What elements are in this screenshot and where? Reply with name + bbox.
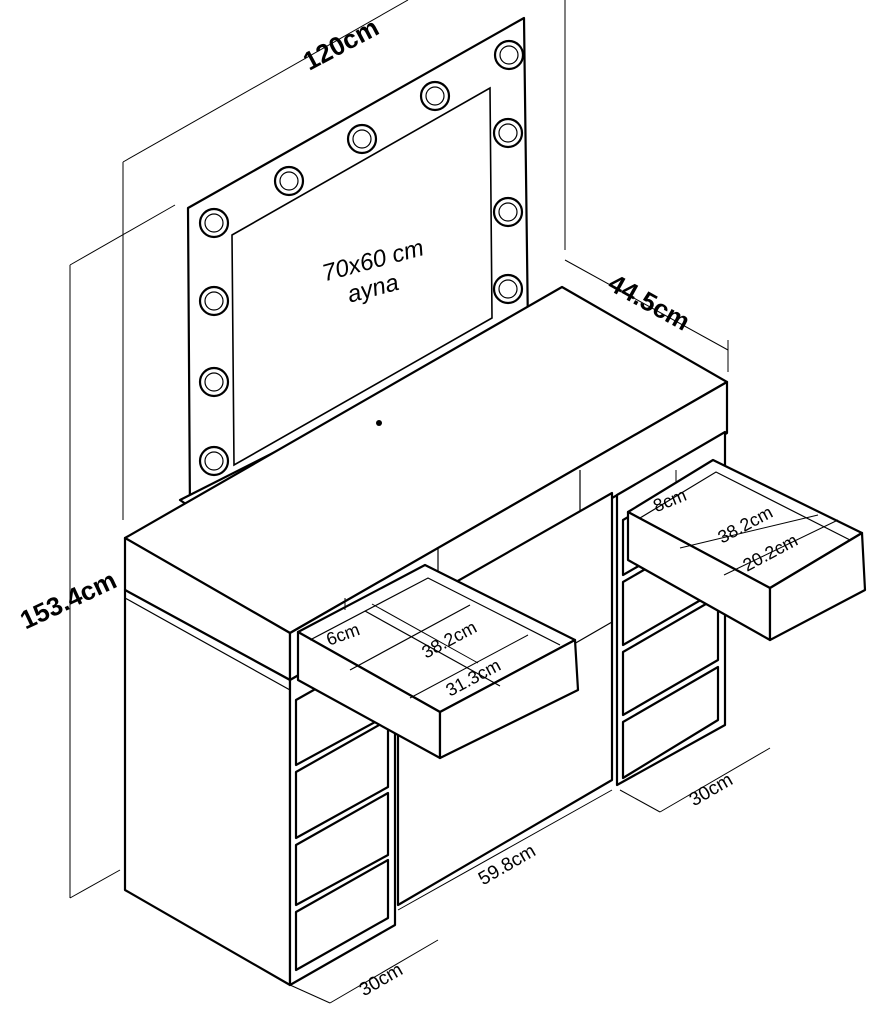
left-drawer-front xyxy=(438,638,580,760)
bulb-icon xyxy=(198,285,230,317)
bulb-icon xyxy=(492,196,524,228)
bulb-icon xyxy=(419,80,451,112)
dimension-lines xyxy=(69,0,839,1004)
right-drawer-front xyxy=(768,531,867,642)
bulb-icon xyxy=(346,123,378,155)
width-label: 120cm xyxy=(298,12,384,77)
bulb-icon xyxy=(198,445,230,477)
bulb-icon xyxy=(198,366,230,398)
bulb-icon xyxy=(492,117,524,149)
right-open-drawer xyxy=(626,458,867,642)
mirror-bulbs xyxy=(198,39,525,477)
left-cabinet-width-label: 30cm xyxy=(356,960,407,1001)
mirror-glass xyxy=(231,86,493,467)
left-open-drawer xyxy=(296,563,580,760)
height-label: 153.4cm xyxy=(15,565,121,636)
right-cabinet-width-label: 30cm xyxy=(686,770,737,811)
bulb-icon xyxy=(198,207,230,239)
bulb-icon xyxy=(492,273,524,305)
bulb-icon xyxy=(273,165,305,197)
bulb-icon xyxy=(493,39,525,71)
